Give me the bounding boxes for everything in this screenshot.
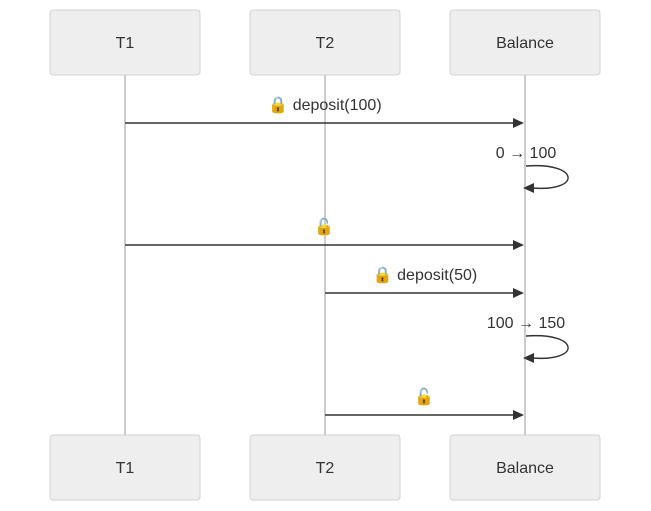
participant-label: T2 [316,460,335,477]
unlocked-padlock-icon: 🔓 [314,217,334,236]
arrowhead [513,288,524,298]
arrowhead [513,240,524,250]
participant-label: Balance [496,460,554,477]
message-label: 🔒 deposit(100) [268,96,381,114]
message-unlock-t2: 🔓 [325,387,524,420]
arrowhead [523,353,534,363]
message-text: deposit(100) [293,97,382,114]
message-unlock-t1: 🔓 [125,217,524,250]
message-label: 🔒 deposit(50) [373,266,477,284]
participant-balance-bottom: Balance [449,434,601,501]
locked-padlock-icon: 🔒 [373,266,393,284]
participant-t2-bottom: T2 [249,434,401,501]
message-deposit-100: 🔒 deposit(100) [125,96,524,128]
self-message-balance-100-150: 100 → 150 [487,315,569,363]
self-loop-arrow [525,164,569,190]
message-deposit-50: 🔒 deposit(50) [325,266,524,298]
participant-t2-top: T2 [249,9,401,76]
arrowhead [513,410,524,420]
participant-label: T1 [116,460,135,477]
arrowhead [523,183,534,193]
participant-label: T2 [316,35,335,52]
self-loop-arrow [525,334,569,360]
participant-balance-top: Balance [449,9,601,76]
arrowhead [513,118,524,128]
message-text: 100 → 150 [487,315,565,332]
message-text: 0 → 100 [496,145,557,162]
locked-padlock-icon: 🔒 [268,96,288,114]
participant-label: Balance [496,35,554,52]
participant-label: T1 [116,35,135,52]
participant-t1-bottom: T1 [49,434,201,501]
self-message-balance-0-100: 0 → 100 [496,145,569,193]
unlocked-padlock-icon: 🔓 [414,387,434,406]
participant-t1-top: T1 [49,9,201,76]
message-text: deposit(50) [397,267,477,284]
